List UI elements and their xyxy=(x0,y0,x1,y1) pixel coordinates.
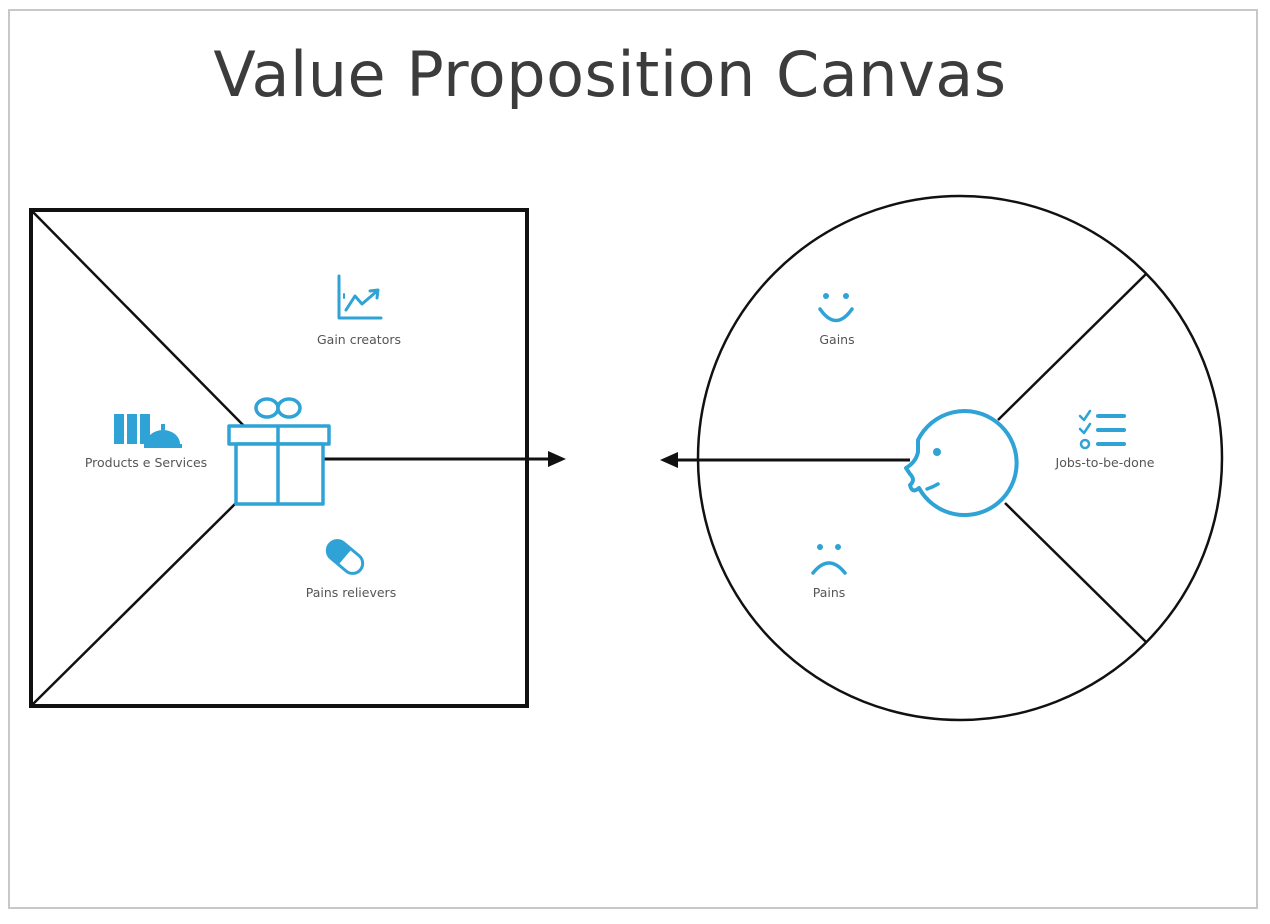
products-services-label: Products e Services xyxy=(85,455,207,470)
page-frame xyxy=(8,9,1258,909)
pill-icon xyxy=(325,539,365,575)
value-map-arrow xyxy=(324,451,566,467)
gains-label: Gains xyxy=(819,332,854,347)
value-map-divider-top xyxy=(30,209,247,429)
products-services-icon xyxy=(114,414,182,448)
page-title: Value Proposition Canvas xyxy=(213,38,1007,111)
value-map: Gain creators Products e Services Pains … xyxy=(29,208,566,708)
growth-chart-icon xyxy=(337,274,383,320)
pain-relievers-label: Pains relievers xyxy=(306,585,396,600)
customer-profile: Gains Jobs-to-be-done Pains xyxy=(660,194,1224,722)
frown-icon xyxy=(811,544,847,575)
gain-creators-label: Gain creators xyxy=(317,332,401,347)
customer-profile-divider-bottom xyxy=(1004,502,1147,643)
customer-profile-arrow xyxy=(660,452,910,468)
gift-icon xyxy=(227,397,331,506)
pains-label: Pains xyxy=(813,585,846,600)
smile-icon xyxy=(818,293,854,323)
customer-face-icon xyxy=(904,409,1019,517)
customer-profile-divider-top xyxy=(997,273,1147,421)
value-map-divider-bottom xyxy=(30,502,237,707)
checklist-icon xyxy=(1078,409,1126,450)
jobs-label: Jobs-to-be-done xyxy=(1055,455,1155,470)
customer-profile-circle xyxy=(696,194,1224,722)
